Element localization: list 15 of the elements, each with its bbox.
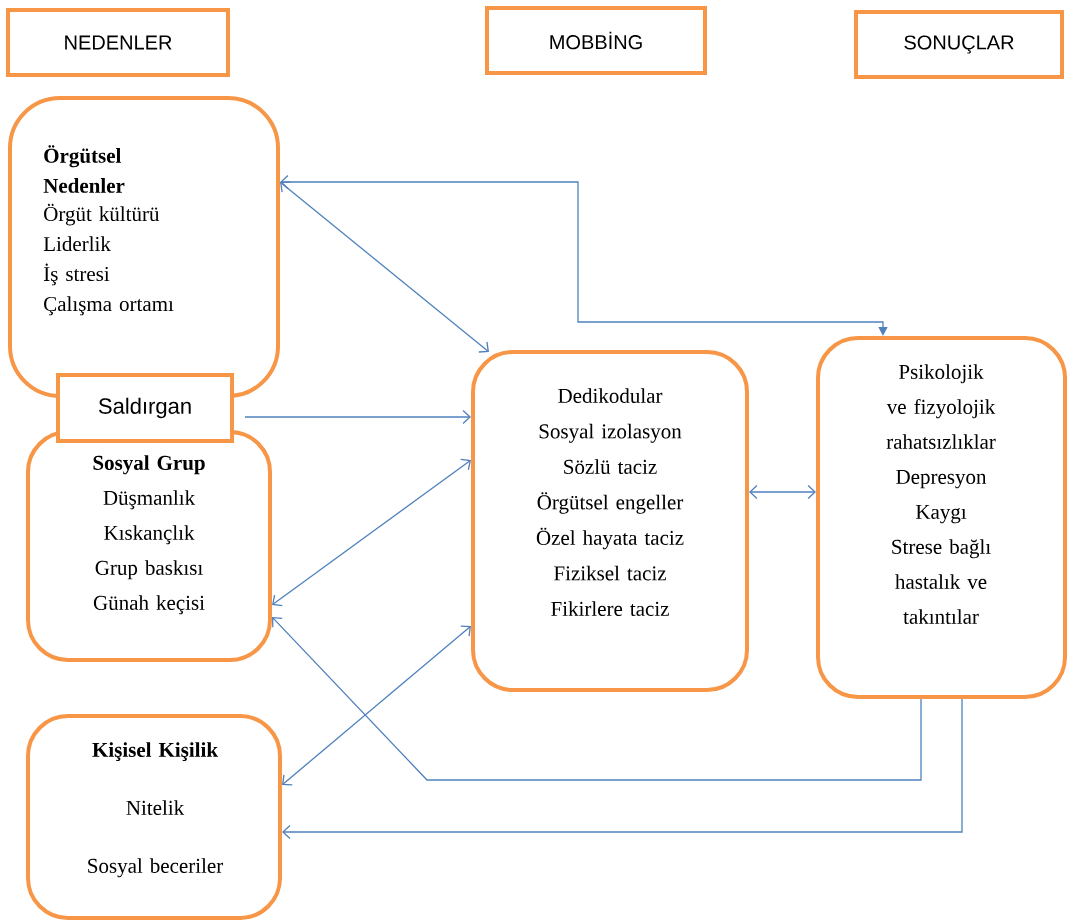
arrow <box>244 409 471 425</box>
heading-box: SONUÇLAR <box>854 10 1064 79</box>
outcome-box: Psikolojik ve fizyolojik rahatsızlıklar Depresyon Kaygı Strese bağlı hastalık ve takıntılar <box>816 336 1067 699</box>
arrow <box>282 698 963 840</box>
heading-box: MOBBİNG <box>485 6 707 75</box>
arrow <box>282 625 471 786</box>
behavior-box: Dedikodular Sosyal izolasyon Sözlü taciz Örgütsel engeller Özel hayata taciz Fiziksel taciz Fikirlere taciz <box>471 350 749 692</box>
arrow <box>280 181 489 353</box>
arrow <box>272 617 922 781</box>
arrow <box>280 174 888 336</box>
arrow <box>749 484 816 500</box>
arrow <box>272 458 471 607</box>
label-box: Saldırgan <box>56 373 234 443</box>
heading-box: NEDENLER <box>6 8 230 77</box>
cause-box: Kişisel Kişilik Nitelik Sosyal beceriler <box>26 714 282 920</box>
